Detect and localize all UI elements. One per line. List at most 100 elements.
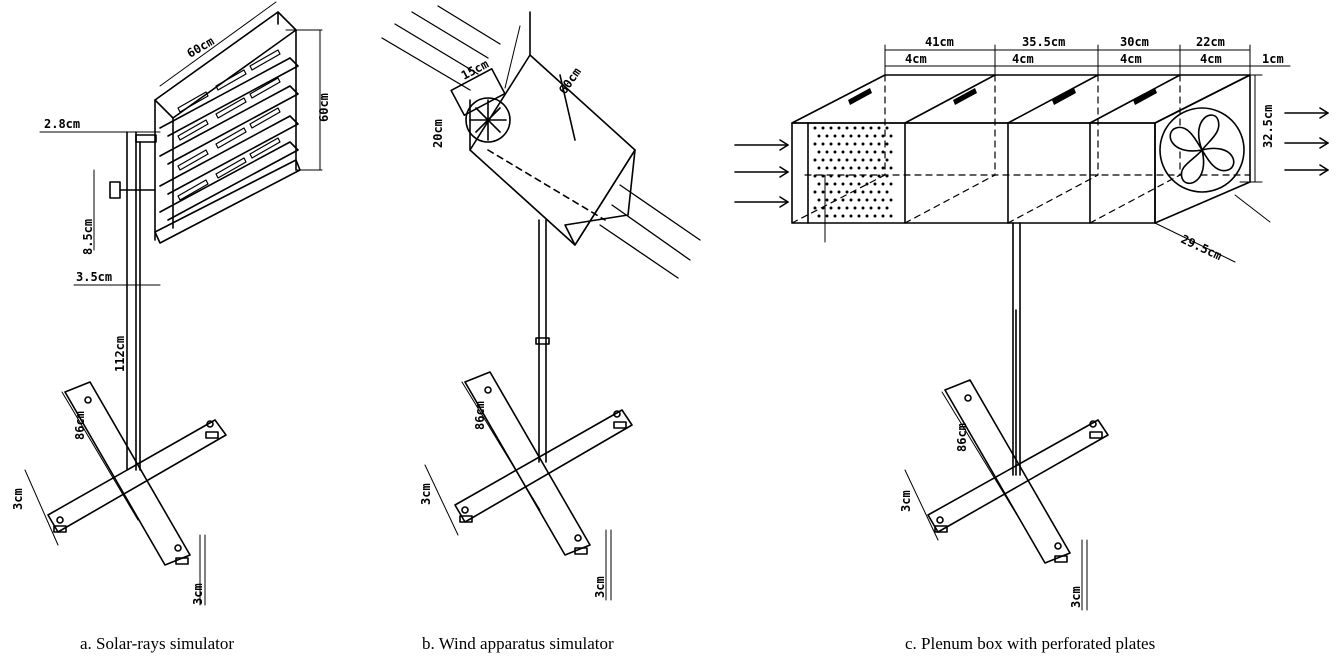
dim-label-c-sec2: 35.5cm [1022,35,1065,49]
perforation-hole [889,214,893,218]
perforation-hole [873,134,877,138]
perforation-hole [833,166,837,170]
caption-c: c. Plenum box with perforated plates [905,634,1156,653]
perforation-hole [841,150,845,154]
dim-label-a-bracket: 8.5cm [81,219,95,255]
perforation-hole [865,166,869,170]
perforation-hole [881,214,885,218]
perforation-hole [813,158,817,162]
perforation-hole [885,126,889,130]
perforation-hole [857,150,861,154]
dim-label-a-height: 60cm [317,93,331,122]
perforation-hole [853,174,857,178]
perforated-plate [813,126,893,218]
perforation-hole [849,166,853,170]
perforation-hole [877,142,881,146]
dim-label-c-sec1: 41cm [925,35,954,49]
inflow-arrows [734,139,789,208]
perforation-hole [873,182,877,186]
perforation-hole [861,174,865,178]
perforation-hole [841,214,845,218]
perforation-hole [881,182,885,186]
dimension-labels: 60cm 60cm 2.8cm 8.5cm 3.5cm 112cm 86cm 3… [11,34,1284,608]
perforation-hole [877,190,881,194]
perforation-hole [869,158,873,162]
dim-label-b-duct: 60cm [556,65,584,97]
perforation-hole [813,142,817,146]
perforation-hole [821,174,825,178]
perforation-hole [817,166,821,170]
perforation-hole [849,214,853,218]
perforation-hole [845,174,849,178]
perforation-hole [837,174,841,178]
perforation-hole [845,142,849,146]
perforation-hole [821,126,825,130]
perforation-hole [817,214,821,218]
perforation-hole [889,182,893,186]
perforation-hole [861,126,865,130]
dim-label-c-foot: 3cm [899,490,913,512]
dim-label-a-offset: 3.5cm [76,270,112,284]
perforation-hole [849,182,853,186]
dim-label-a-pole: 112cm [113,336,127,372]
perforation-hole [833,134,837,138]
perforation-hole [885,142,889,146]
dim-label-b-foot: 3cm [419,483,433,505]
perforation-hole [865,134,869,138]
dim-label-b-wheel: 3cm [593,576,607,598]
plenum-pole [1012,222,1021,476]
perforation-hole [869,206,873,210]
perforation-hole [833,150,837,154]
perforation-hole [885,206,889,210]
perforation-hole [825,198,829,202]
wind-apparatus-simulator [381,5,701,601]
perforation-hole [817,150,821,154]
dim-label-c-p1: 4cm [905,52,927,66]
perforation-hole [861,206,865,210]
perforation-hole [845,206,849,210]
dim-label-b-fan-top: 15cm [459,57,491,83]
outflow-arrows [1284,107,1329,176]
perforation-hole [813,206,817,210]
perforation-hole [853,206,857,210]
perforation-hole [841,198,845,202]
dim-label-c-depth: 29.5cm [1179,232,1224,263]
perforation-hole [873,166,877,170]
perforation-hole [889,166,893,170]
perforation-hole [873,214,877,218]
plenum-base [927,379,1109,564]
wind-base [454,371,633,556]
perforation-hole [845,158,849,162]
wind-duct [450,11,636,246]
solar-dimensions [24,1,323,606]
perforation-hole [837,142,841,146]
perforation-hole [825,150,829,154]
perforation-hole [853,158,857,162]
perforation-hole [881,166,885,170]
dim-label-a-foot: 3cm [11,488,25,510]
perforation-hole [837,190,841,194]
perforation-hole [881,198,885,202]
perforation-hole [829,158,833,162]
perforation-hole [861,158,865,162]
dim-label-b-fan: 20cm [431,119,445,148]
perforation-hole [825,214,829,218]
perforation-hole [885,158,889,162]
wind-lines [381,5,701,279]
dim-label-c-p3: 4cm [1120,52,1142,66]
perforation-hole [821,206,825,210]
perforation-hole [845,126,849,130]
perforation-hole [821,190,825,194]
perforation-hole [865,214,869,218]
dim-label-a-wheel: 3cm [191,583,205,605]
perforation-hole [813,190,817,194]
perforation-hole [817,182,821,186]
dim-label-c-end: 1cm [1262,52,1284,66]
perforation-hole [861,142,865,146]
perforation-hole [837,126,841,130]
perforation-hole [849,198,853,202]
perforation-hole [829,142,833,146]
perforation-hole [881,134,885,138]
perforation-hole [849,150,853,154]
perforation-hole [877,174,881,178]
